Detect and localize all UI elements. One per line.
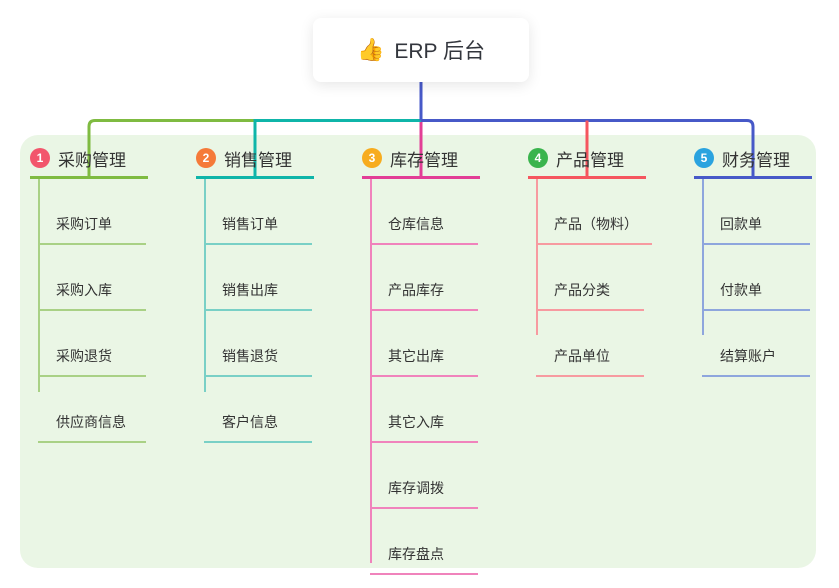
children-connector-line [370, 179, 372, 563]
child-item[interactable]: 库存调拨 [370, 443, 478, 509]
branch-title[interactable]: 5 财务管理 [694, 146, 812, 179]
child-item[interactable]: 产品分类 [536, 245, 644, 311]
branch-children: 采购订单采购入库采购退货供应商信息 [38, 179, 148, 443]
branch-children: 回款单付款单结算账户 [702, 179, 812, 377]
child-item[interactable]: 其它入库 [370, 377, 478, 443]
branch-number-badge: 3 [362, 148, 382, 168]
child-item[interactable]: 销售退货 [204, 311, 312, 377]
child-item[interactable]: 采购入库 [38, 245, 146, 311]
branch-number-badge: 2 [196, 148, 216, 168]
root-node[interactable]: 👍 ERP 后台 [313, 18, 529, 82]
children-connector-line [536, 179, 538, 335]
branch-number-badge: 5 [694, 148, 714, 168]
branch-title[interactable]: 3 库存管理 [362, 146, 480, 179]
branch-1: 1 采购管理采购订单采购入库采购退货供应商信息 [30, 146, 148, 443]
child-item[interactable]: 客户信息 [204, 377, 312, 443]
child-item[interactable]: 销售订单 [204, 179, 312, 245]
branch-3: 3 库存管理仓库信息产品库存其它出库其它入库库存调拨库存盘点出库库明细 [362, 146, 480, 588]
branch-number-badge: 1 [30, 148, 50, 168]
root-label: ERP 后台 [394, 40, 486, 63]
branch-4: 4 产品管理产品（物料）产品分类产品单位 [528, 146, 652, 377]
children-connector-line [38, 179, 40, 392]
children-connector-line [204, 179, 206, 392]
children-connector-line [702, 179, 704, 335]
child-item[interactable]: 产品（物料） [536, 179, 652, 245]
branch-children: 销售订单销售出库销售退货客户信息 [204, 179, 314, 443]
branch-5: 5 财务管理回款单付款单结算账户 [694, 146, 812, 377]
child-item[interactable]: 结算账户 [702, 311, 810, 377]
child-item[interactable]: 产品单位 [536, 311, 644, 377]
child-item[interactable]: 仓库信息 [370, 179, 478, 245]
branch-label: 销售管理 [224, 150, 292, 170]
branch-title[interactable]: 4 产品管理 [528, 146, 646, 179]
child-item[interactable]: 采购订单 [38, 179, 146, 245]
branch-children: 产品（物料）产品分类产品单位 [536, 179, 652, 377]
branch-label: 库存管理 [390, 150, 458, 170]
branch-number-badge: 4 [528, 148, 548, 168]
branch-label: 财务管理 [722, 150, 790, 170]
branch-2: 2 销售管理销售订单销售出库销售退货客户信息 [196, 146, 314, 443]
child-item[interactable]: 销售出库 [204, 245, 312, 311]
branch-children: 仓库信息产品库存其它出库其它入库库存调拨库存盘点出库库明细 [370, 179, 480, 588]
child-item[interactable]: 库存盘点 [370, 509, 478, 575]
child-item[interactable]: 供应商信息 [38, 377, 146, 443]
child-item[interactable]: 回款单 [702, 179, 810, 245]
branch-label: 采购管理 [58, 150, 126, 170]
branch-title[interactable]: 2 销售管理 [196, 146, 314, 179]
branch-label: 产品管理 [556, 150, 624, 170]
branch-title[interactable]: 1 采购管理 [30, 146, 148, 179]
child-item[interactable]: 付款单 [702, 245, 810, 311]
child-item[interactable]: 其它出库 [370, 311, 478, 377]
child-item[interactable]: 采购退货 [38, 311, 146, 377]
thumbs-up-icon: 👍 [356, 37, 385, 62]
branches-panel [20, 135, 816, 568]
child-item[interactable]: 出库库明细 [370, 575, 478, 588]
child-item[interactable]: 产品库存 [370, 245, 478, 311]
